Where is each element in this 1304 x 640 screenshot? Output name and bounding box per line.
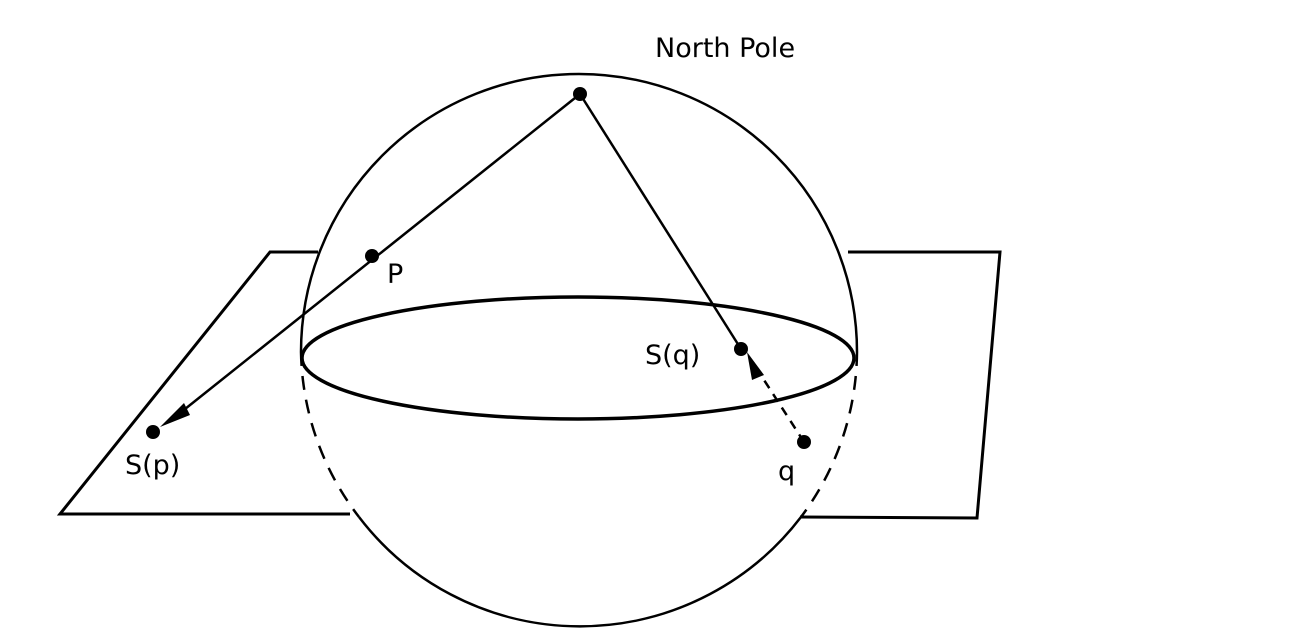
north-pole-label: North Pole <box>655 33 795 64</box>
s-q-label: S(q) <box>645 340 700 371</box>
projection-line-q <box>578 93 743 350</box>
sphere-hidden-outline-right <box>800 351 859 518</box>
point-q <box>797 435 811 449</box>
north-pole-point <box>573 87 587 101</box>
sphere-upper-outline <box>299 72 859 353</box>
q-label: q <box>778 456 795 487</box>
point-s-p <box>146 425 160 439</box>
sphere-lower-outline <box>358 516 802 628</box>
p-label: P <box>387 259 403 290</box>
arrowhead-s-q <box>747 352 764 380</box>
point-s-q <box>734 342 748 356</box>
s-p-label: S(p) <box>125 450 180 481</box>
projection-plane <box>56 250 1002 520</box>
sphere-hidden-outline-left <box>299 351 360 518</box>
equator-ellipse <box>300 295 856 421</box>
arrowhead-s-p <box>160 403 190 427</box>
point-p <box>365 249 379 263</box>
